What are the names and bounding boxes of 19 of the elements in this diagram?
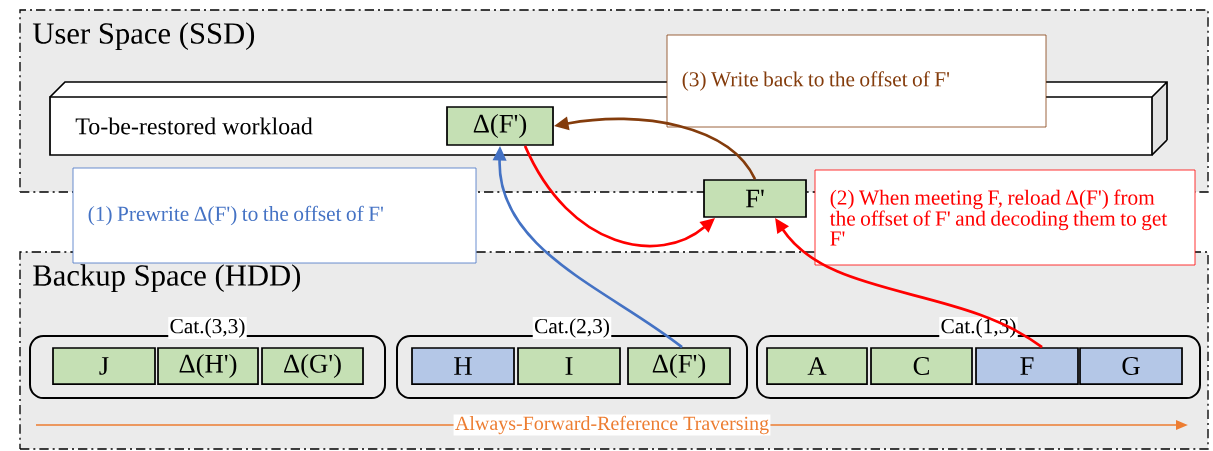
- callout-box: (1) Prewrite Δ(F') to the offset of F': [72, 167, 477, 264]
- block-box: C: [870, 347, 973, 385]
- block-box: A: [766, 347, 868, 385]
- block-box: F': [703, 179, 807, 218]
- node-label: Cat.(3,3): [170, 318, 245, 338]
- block-box: Δ(H'): [157, 347, 259, 385]
- node-label: Cat.(1,3): [941, 318, 1016, 338]
- block-box: F: [975, 347, 1079, 385]
- block-box: H: [411, 347, 515, 385]
- block-box: Δ(G'): [261, 347, 364, 385]
- block-box: Δ(F'): [627, 347, 731, 385]
- block-box: I: [517, 347, 621, 385]
- callout-box: (2) When meeting F, reload Δ(F') from the offset of F' and decoding them to get F': [814, 169, 1196, 266]
- node-label: Cat.(2,3): [534, 318, 609, 338]
- arrow: [523, 145, 715, 248]
- arrow-label: Always-Forward-Reference Traversing: [453, 414, 771, 436]
- block-box: G: [1079, 347, 1183, 385]
- block-box: J: [52, 347, 156, 385]
- block-box: Δ(F'): [446, 106, 554, 146]
